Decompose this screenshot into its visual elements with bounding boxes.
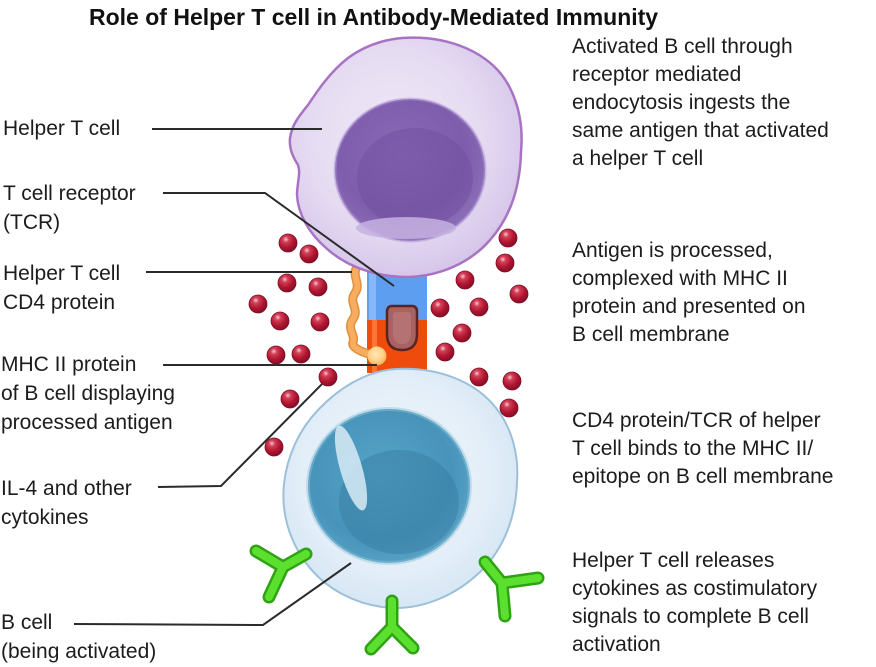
helper-t-cell-nucleus-sheen (356, 217, 456, 239)
note-cytokine-release: Helper T cell releases cytokines as cost… (572, 549, 818, 656)
cytokine-dot (318, 367, 338, 387)
cytokine-dot (280, 389, 300, 409)
b-cell-nucleus-streak (334, 425, 368, 511)
cytokine-dot (278, 233, 298, 253)
cytokine-dot (299, 244, 319, 264)
cytokine-dot (310, 312, 330, 332)
leader-b-cell (73, 562, 352, 627)
b-cell-receptors (249, 544, 545, 656)
antigen-inner (393, 312, 411, 344)
tcr-highlight (369, 262, 376, 322)
cytokine-dots (248, 228, 529, 457)
helper-t-cell (288, 36, 523, 279)
note-b-cell-endocytosis: Activated B cell through receptor mediat… (572, 35, 829, 170)
cytokine-dot (455, 270, 475, 290)
cytokine-dot (248, 294, 268, 314)
cytokine-dot (499, 398, 519, 418)
cytokine-dot (291, 344, 311, 364)
cytokine-dot (495, 253, 515, 273)
cytokine-dot (452, 323, 472, 343)
cytokine-dot (502, 371, 522, 391)
helper-t-cell-nucleus-shade (357, 128, 473, 228)
mhc-ii-highlight (372, 320, 377, 373)
cytokine-dot (469, 367, 489, 387)
label-mhc-ii-protein: MHC II protein of B cell displaying proc… (1, 353, 175, 434)
leader-il4 (157, 378, 328, 488)
cytokine-dot (308, 277, 328, 297)
label-il4-cytokines: IL-4 and other cytokines (1, 477, 132, 529)
cytokine-dot (277, 273, 297, 293)
b-cell (282, 367, 519, 610)
cd4-tip-blob (367, 346, 387, 366)
label-helper-t-cell: Helper T cell (3, 117, 121, 140)
note-antigen-processing: Antigen is processed, complexed with MHC… (572, 239, 806, 346)
label-b-cell: B cell (being activated) (1, 611, 157, 663)
cytokine-dot (266, 345, 286, 365)
note-cd4-tcr-binding: CD4 protein/TCR of helper T cell binds t… (572, 409, 834, 488)
page-title: Role of Helper T cell in Antibody-Mediat… (89, 4, 659, 30)
leader-lines (73, 128, 395, 627)
b-cell-receptor-right (481, 558, 542, 620)
cytokine-dot (498, 228, 518, 248)
leader-tcr (163, 192, 395, 287)
cytokine-dot (509, 284, 529, 304)
cytokine-dot (430, 298, 450, 318)
cytokine-dot (469, 297, 489, 317)
cytokine-dot (435, 342, 455, 362)
cytokine-dot (270, 311, 290, 331)
b-cell-receptor-bottom (367, 597, 417, 653)
cd4-squiggle (347, 262, 376, 359)
b-cell-nucleus-shade (339, 450, 459, 554)
label-t-cell-receptor: T cell receptor (TCR) (3, 182, 136, 234)
cytokine-dot (264, 437, 284, 457)
label-cd4-protein: Helper T cell CD4 protein (3, 262, 121, 314)
b-cell-receptor-left (252, 547, 310, 601)
cell-junction (345, 260, 427, 373)
